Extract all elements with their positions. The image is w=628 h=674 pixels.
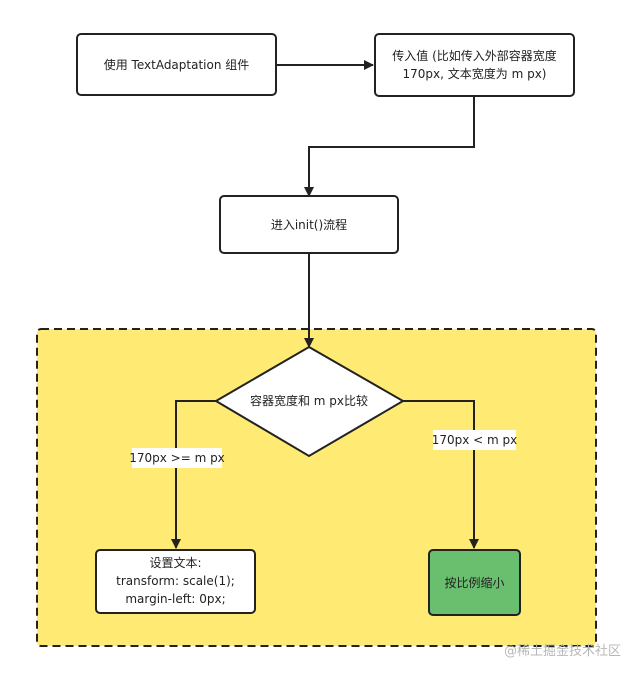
edge-left-branch — [171, 400, 216, 549]
node-set-text-line-2: transform: scale(1); — [116, 574, 235, 588]
node-use-component-label: 使用 TextAdaptation 组件 — [104, 57, 250, 72]
node-set-text-line-1: 设置文本: — [149, 555, 201, 570]
edge-left-label-bg — [132, 448, 222, 468]
node-pass-value-line-2: 170px, 文本宽度为 m px) — [403, 66, 547, 81]
edge-right-label: 170px < m px — [432, 433, 518, 447]
node-compare-label: 容器宽度和 m px比较 — [250, 393, 368, 408]
node-use-component — [76, 33, 277, 96]
node-init-flow — [219, 195, 399, 254]
edge-left-label: 170px >= m px — [129, 451, 225, 465]
edge-right-branch — [403, 400, 479, 549]
node-scale-down-label: 按比例缩小 — [444, 575, 504, 590]
node-pass-value — [374, 33, 575, 97]
node-compare-decision — [214, 345, 405, 458]
node-pass-value-line-1: 传入值 (比如传入外部容器宽度 — [392, 48, 557, 63]
edge-right-label-bg — [433, 430, 516, 450]
watermark-text: @稀土掘金技术社区 — [504, 643, 621, 659]
node-scale-down — [428, 549, 521, 616]
edge-pass-to-init — [304, 96, 475, 197]
node-set-text — [95, 549, 256, 614]
node-set-text-line-3: margin-left: 0px; — [125, 592, 225, 606]
node-init-flow-label: 进入init()流程 — [271, 217, 347, 232]
